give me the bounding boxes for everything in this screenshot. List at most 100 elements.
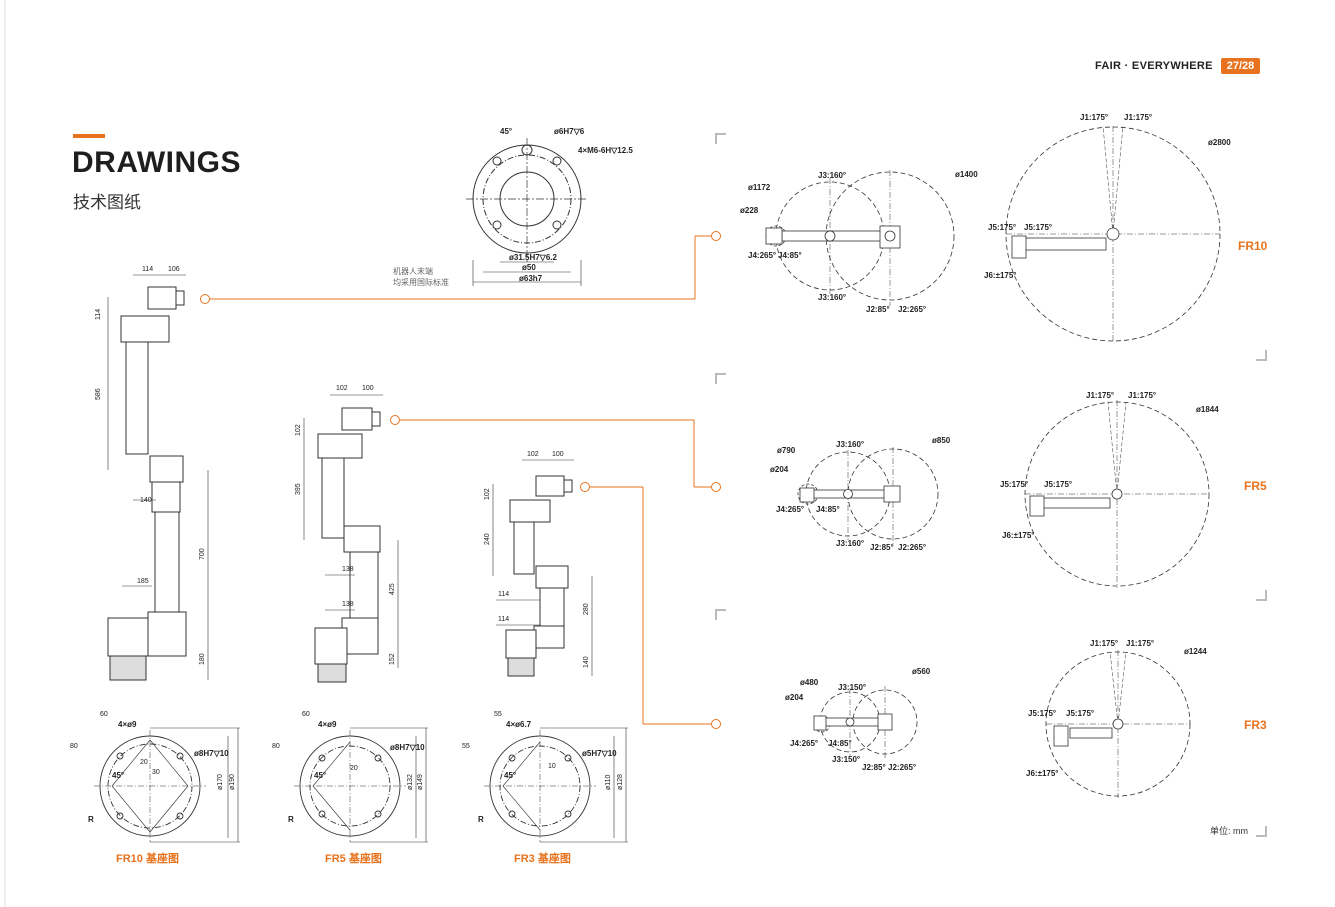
fr10-side-view (765, 170, 955, 306)
workspace-corner-marks (715, 133, 1267, 837)
fr10-dim-left2: 586 (95, 388, 102, 400)
fr3-base-drawing (484, 727, 628, 843)
fr5-dim-top1: 102 (336, 385, 348, 392)
fr10-arm-dim-lines (107, 274, 209, 680)
flange-note: 机器人末端 均采用国际标准 (393, 266, 449, 288)
fr3-top-j6: J6:±175° (1026, 769, 1059, 778)
fr3-base-pin: ø5H7▽10 (582, 749, 617, 758)
fr3-arm-drawing (505, 475, 573, 677)
fr5-side-view (797, 447, 939, 545)
fr5-base-caption: FR5 基座图 (325, 853, 382, 865)
fr5-dim-left2: 395 (295, 483, 302, 495)
flange-drawing (466, 138, 588, 286)
fr5-dim-left1: 102 (295, 424, 302, 436)
fr3-base-dim55b: 55 (462, 743, 470, 750)
fr3-workspace-label: FR3 (1244, 718, 1267, 732)
fr5-dim-top2: 100 (362, 385, 374, 392)
fr10-base-r: R (88, 815, 94, 824)
fr3-base-d128: ø128 (617, 774, 624, 790)
fr3-top-j5b: J5:175° (1066, 709, 1094, 718)
fr10-base-caption: FR10 基座图 (116, 853, 179, 865)
fr5-top-view (1024, 400, 1210, 588)
fr3-dim-right: 280 (583, 603, 590, 615)
unit-label: 单位: mm (1210, 826, 1248, 836)
fr5-side-j2b: J2:265° (898, 543, 926, 552)
fr5-side-j2a: J2:85° (870, 543, 894, 552)
fr10-dim-offset: 185 (137, 578, 149, 585)
fr10-dim-right: 700 (199, 548, 206, 560)
fr10-side-j4a: J4:265° (748, 251, 776, 260)
fr5-side-j4b: J4:85° (816, 505, 840, 514)
page-title: DRAWINGS (72, 146, 241, 179)
brand-slogan: FAIR · EVERYWHERE (1095, 60, 1213, 72)
fr5-side-reach-outer: ø790 (777, 446, 796, 455)
fr3-side-j3-bottom: J3:150° (832, 755, 860, 764)
fr5-base-angle: 45° (314, 771, 326, 780)
fr3-base-dim55a: 55 (494, 711, 502, 718)
fr5-base-d149: ø149 (417, 774, 424, 790)
fr10-dim-top2: 106 (168, 266, 180, 273)
fr10-top-j5b: J5:175° (1024, 223, 1052, 232)
fr3-top-j1a: J1:175° (1090, 639, 1118, 648)
fr5-top-j5a: J5:175° (1000, 480, 1028, 489)
fr5-top-j6: J6:±175° (1002, 531, 1035, 540)
fr3-side-reach-j2: ø560 (912, 667, 931, 676)
flange-note-line1: 机器人末端 (393, 267, 433, 276)
fr10-base-dim20: 20 (140, 759, 148, 766)
title-accent-bar (73, 134, 105, 138)
fr5-side-j3-bottom: J3:160° (836, 539, 864, 548)
fr3-arm-dim-lines (492, 459, 593, 676)
fr10-top-j6: J6:±175° (984, 271, 1017, 280)
fr10-side-j2b: J2:265° (898, 305, 926, 314)
fr5-top-j1a: J1:175° (1086, 391, 1114, 400)
flange-dim-63: ø63h7 (519, 274, 543, 283)
fr5-arm-dim-lines (303, 394, 399, 668)
fr3-side-j4b: J4:85° (828, 739, 852, 748)
fr3-side-j3-top: J3:150° (838, 683, 866, 692)
fr5-dim-offset: 138 (342, 601, 354, 608)
fr5-base-dim80: 80 (272, 743, 280, 750)
fr10-base-pin: ø8H7▽10 (194, 749, 229, 758)
fr10-top-j1a: J1:175° (1080, 113, 1108, 122)
fr10-side-j3-top: J3:160° (818, 171, 846, 180)
fr3-dim-base: 140 (583, 656, 590, 668)
flange-dim-pin: ø6H7▽6 (554, 127, 585, 136)
fr3-side-reach-outer: ø480 (800, 678, 819, 687)
fr10-dim-left1: 114 (95, 309, 102, 320)
fr10-base-dim30: 30 (152, 769, 160, 776)
fr3-side-view (813, 686, 918, 760)
fr3-base-holes: 4×ø6.7 (506, 720, 532, 729)
fr10-arm-drawing (107, 286, 187, 681)
fr3-base-caption: FR3 基座图 (514, 853, 571, 865)
fr3-dim-left1: 102 (484, 488, 491, 500)
fr5-top-j5b: J5:175° (1044, 480, 1072, 489)
fr5-top-reach: ø1844 (1196, 405, 1219, 414)
fr5-base-drawing (294, 727, 428, 843)
fr10-base-d170: ø170 (217, 774, 224, 790)
flange-dim-50: ø50 (522, 263, 536, 272)
fr3-base-r: R (478, 815, 484, 824)
fr5-side-reach-j2: ø850 (932, 436, 951, 445)
fr3-side-j2b: J2:265° (888, 763, 916, 772)
flange-dim-thread: 4×M6-6H▽12.5 (578, 146, 633, 155)
fr5-workspace-label: FR5 (1244, 479, 1267, 493)
fr3-dim-offset: 114 (498, 616, 509, 623)
fr3-base-angle: 45° (504, 771, 516, 780)
fr10-top-reach: ø2800 (1208, 138, 1231, 147)
fr3-side-reach-inner: ø204 (785, 693, 804, 702)
fr10-dim-top1: 114 (142, 266, 153, 273)
fr10-side-j4b: J4:85° (778, 251, 802, 260)
page-subtitle: 技术图纸 (73, 193, 141, 212)
page-header: FAIR · EVERYWHERE 27/28 (1095, 58, 1261, 74)
page-number-badge: 27/28 (1220, 58, 1261, 74)
fr3-dim-top1: 102 (527, 451, 539, 458)
fr3-top-view (1045, 650, 1191, 798)
flange-dim-bore: ø31.5H7▽6.2 (509, 253, 558, 262)
fr5-dim-mid: 138 (342, 566, 354, 573)
fr5-top-j1b: J1:175° (1128, 391, 1156, 400)
fr3-base-d110: ø110 (605, 774, 612, 790)
fr10-base-dim80: 80 (70, 743, 78, 750)
fr10-top-view (1005, 125, 1221, 342)
fr5-dim-right: 425 (389, 583, 396, 595)
